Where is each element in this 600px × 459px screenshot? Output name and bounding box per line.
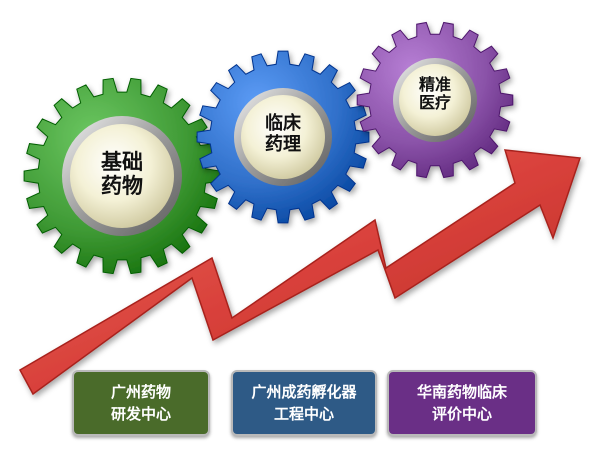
center-box-drug-rd: 广州药物 研发中心 — [72, 370, 210, 436]
gear-label-precision-medicine: 精准 医疗 — [402, 75, 468, 113]
gear-precision-hub — [399, 64, 471, 136]
arrow-body — [18, 149, 582, 396]
growth-arrow — [18, 149, 582, 396]
gears-group — [23, 21, 514, 275]
gear-precision-line1: 精准 — [418, 75, 451, 94]
gear-basic-hub — [70, 124, 174, 228]
gear-precision-line2: 医疗 — [418, 93, 451, 113]
gear-label-basic-drugs: 基础 药物 — [80, 150, 164, 198]
box-incubator-line2: 工程中心 — [273, 405, 334, 423]
box-drug-rd-line1: 广州药物 — [110, 383, 171, 401]
box-clinical-eval-line2: 评价中心 — [431, 405, 492, 423]
box-drug-rd-line2: 研发中心 — [110, 405, 171, 423]
box-incubator-line1: 广州成药孵化器 — [251, 383, 357, 401]
gear-clinical-line1: 临床 — [265, 113, 301, 134]
gear-precision — [356, 21, 514, 179]
gear-clinical — [196, 50, 370, 224]
gear-basic-line1: 基础 — [101, 150, 143, 174]
box-clinical-eval-line1: 华南药物临床 — [416, 383, 507, 401]
center-box-incubator: 广州成药孵化器 工程中心 — [231, 370, 377, 436]
gear-clinical-hub — [241, 95, 325, 179]
gear-basic — [23, 77, 221, 275]
gear-label-clinical-pharmacology: 临床 药理 — [246, 113, 320, 155]
center-box-clinical-evaluation: 华南药物临床 评价中心 — [387, 370, 537, 436]
gear-basic-line2: 药物 — [101, 174, 143, 199]
gear-clinical-line2: 药理 — [265, 133, 301, 155]
